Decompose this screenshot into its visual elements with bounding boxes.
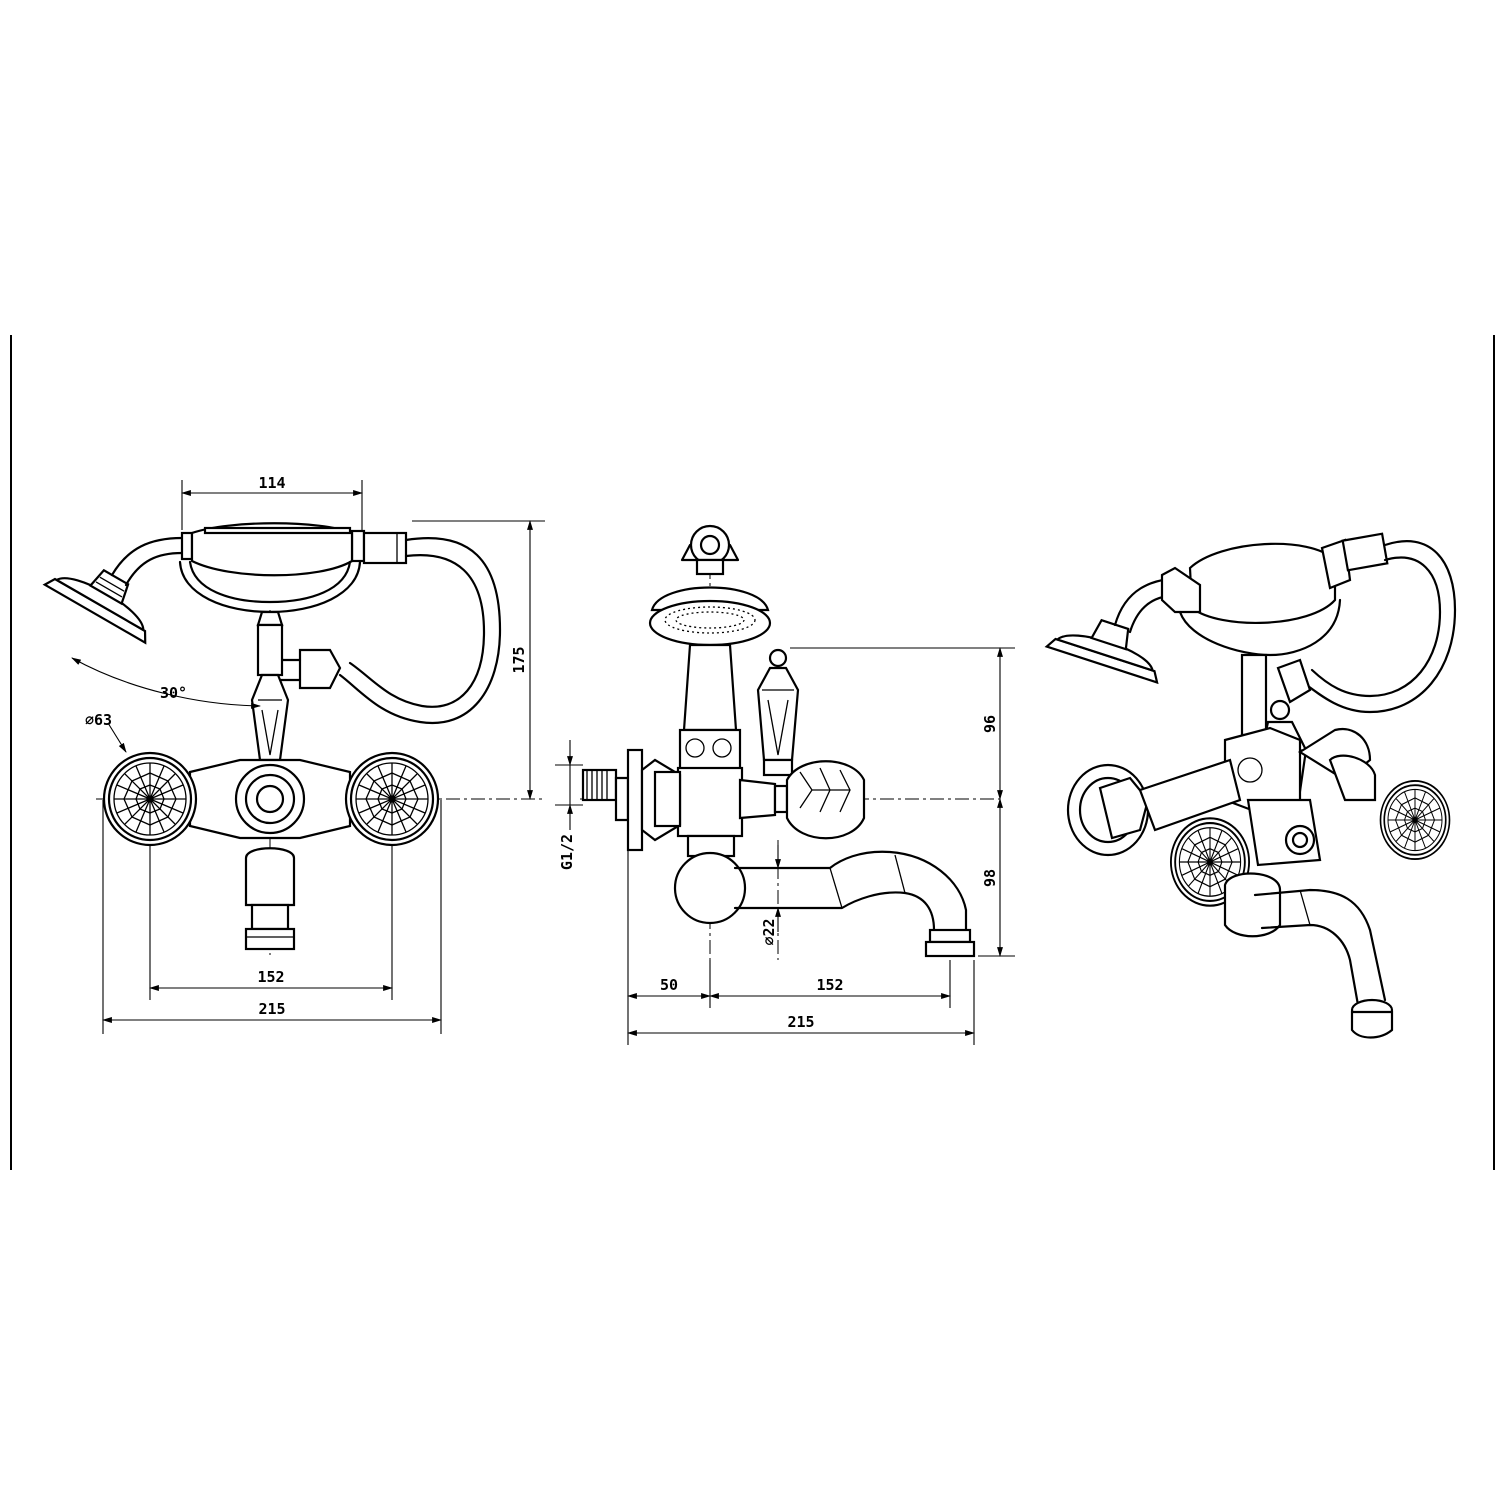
front-view: 114 175 30° ⌀63 152 215: [42, 474, 545, 1034]
dim-overall-depth: 215: [787, 1013, 814, 1031]
dim-spout-drop: 98: [981, 869, 999, 887]
dim-handle-height: 96: [981, 715, 999, 733]
dim-spout-reach: 152: [816, 976, 843, 994]
dim-angle: 30°: [160, 684, 187, 702]
isometric-view: [1044, 532, 1457, 1039]
dim-handle-diameter: ⌀63: [85, 711, 112, 729]
dim-spout-diameter: ⌀22: [760, 918, 778, 945]
dim-connection-thread: G1/2: [558, 834, 576, 870]
dim-wall-offset: 50: [660, 976, 678, 994]
dim-handshower-length: 114: [258, 474, 285, 492]
side-view: G1/2 96 98 ⌀22 50 152 215: [555, 524, 1015, 1045]
dim-overall-width: 215: [258, 1000, 285, 1018]
dim-centers: 152: [257, 968, 284, 986]
dim-height-top: 175: [510, 646, 528, 673]
